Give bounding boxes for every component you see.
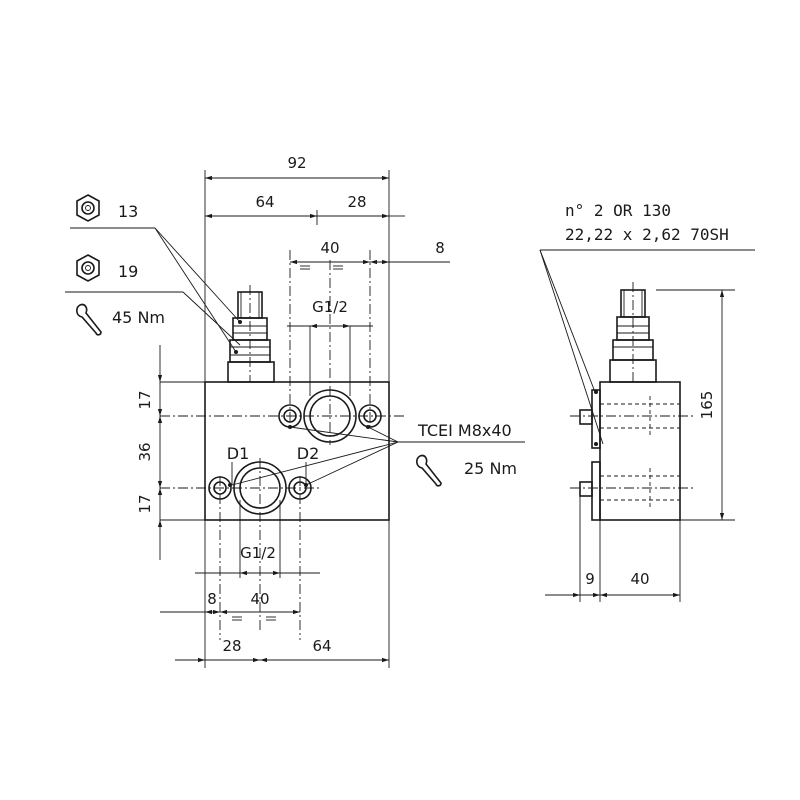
dim-left-offset-bottom: 8 [207,590,217,608]
dim-port-top-thread: G1/2 [312,298,348,316]
torque-screws: 25 Nm [464,459,517,478]
dim-side-height: 165 [698,391,716,420]
screw-callout: TCEI M8x40 25 Nm [231,421,525,487]
bottom-dimensions: G1/2 8 40 28 64 [160,500,390,668]
dim-left-upper: 17 [136,390,154,409]
hex-nut-icon [76,194,100,222]
cartridge [227,285,275,383]
oring-size: 22,22 x 2,62 70SH [565,225,729,244]
screw-spec: TCEI M8x40 [417,421,512,440]
top-dimensions: 92 64 28 40 8 G1/2 [204,154,450,396]
dim-left-lower: 17 [136,494,154,513]
dim-top-right: 28 [347,193,366,211]
side-dimensions: 165 9 40 [545,289,735,602]
dim-side-depth-main: 40 [630,570,649,588]
dim-bottom-right: 64 [312,637,331,655]
side-block [599,381,681,521]
oring-qty: n° 2 OR 130 [565,201,671,220]
hex-large-size: 19 [118,262,138,281]
port-d2-label: D2 [297,444,320,463]
hex-nut-icon [76,254,100,282]
dim-bottom-left: 28 [222,637,241,655]
dim-port-top-spacing: 40 [320,239,339,257]
dim-port-bottom-spacing: 40 [250,590,269,608]
side-view [570,282,695,521]
dim-overall-width: 92 [287,154,306,172]
dim-port-bottom-thread: G1/2 [240,544,276,562]
callouts-left: 13 19 45 Nm [65,194,241,353]
wrench-icon [416,454,442,487]
port-d1-label: D1 [227,444,250,463]
wrench-icon [76,303,102,336]
hex-small-size: 13 [118,202,138,221]
oring-callout: n° 2 OR 130 22,22 x 2,62 70SH [539,201,755,445]
dim-left-middle: 36 [136,442,154,461]
torque-top: 45 Nm [112,308,165,327]
dim-top-left: 64 [255,193,274,211]
port-bottom [208,461,312,640]
left-dimensions: 17 36 17 [136,345,205,560]
dim-side-depth-small: 9 [585,570,595,588]
front-view [160,250,405,640]
dim-right-offset-top: 8 [435,239,445,257]
